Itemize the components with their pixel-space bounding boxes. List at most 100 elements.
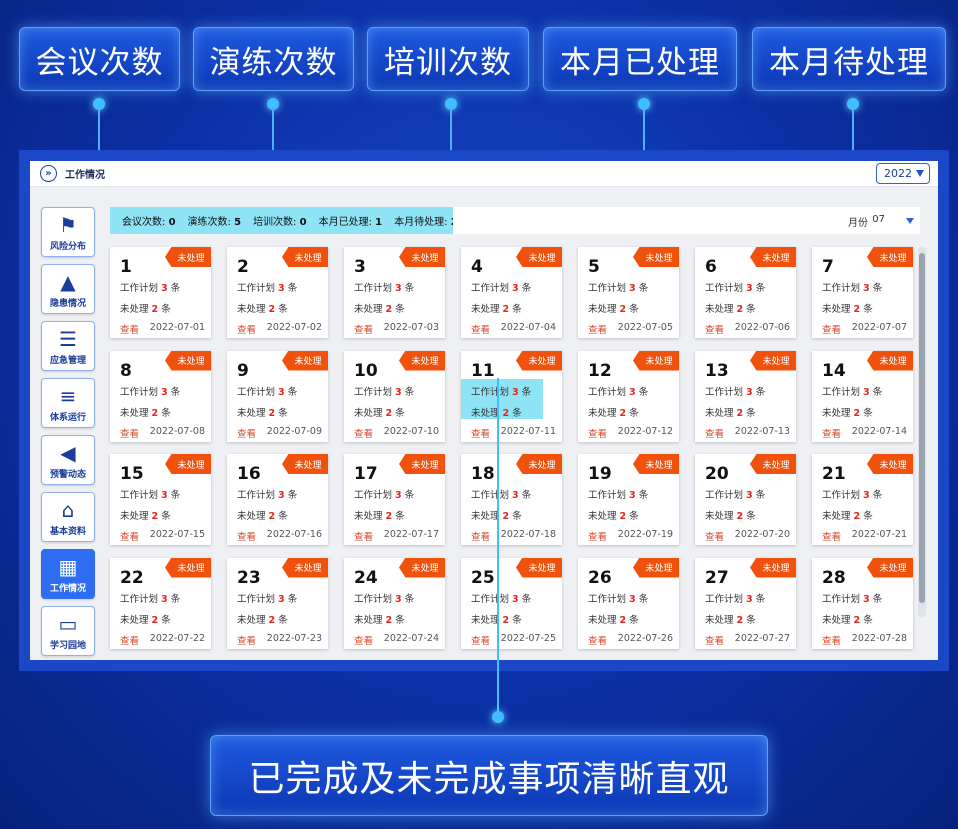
view-link[interactable]: 查看 (822, 532, 842, 543)
day-number: 6 (705, 257, 717, 277)
sidebar-item-alerts[interactable]: ◀ 预警动态 (41, 435, 95, 485)
view-link[interactable]: 查看 (588, 635, 608, 647)
view-link[interactable]: 查看 (354, 532, 374, 543)
card-date: 2022-07-11 (500, 425, 556, 437)
view-link[interactable]: 查看 (471, 428, 491, 440)
sidebar-item-system[interactable]: ≡ 体系运行 (41, 378, 95, 428)
status-badge: 未处理 (750, 247, 796, 267)
view-link[interactable]: 查看 (120, 635, 140, 647)
status-badge: 未处理 (516, 557, 562, 578)
connector-dot (93, 98, 105, 110)
day-number: 5 (588, 257, 600, 277)
plan-count-text: 工作计划 3 条 (822, 593, 883, 605)
view-link[interactable]: 查看 (588, 428, 608, 440)
view-link[interactable]: 查看 (354, 635, 374, 647)
view-link[interactable]: 查看 (822, 428, 842, 440)
view-link[interactable]: 查看 (705, 635, 725, 647)
sidebar: ⚑ 风险分布 ▲ 隐患情况 ☰ 应急管理 ≡ 体系运行 ◀ 预警动态 ⌂ 基本资… (41, 207, 95, 663)
view-link[interactable]: 查看 (471, 635, 491, 647)
sidebar-item-hazard[interactable]: ▲ 隐患情况 (41, 264, 95, 314)
status-badge: 未处理 (165, 247, 211, 267)
sidebar-item-basic[interactable]: ⌂ 基本资料 (41, 492, 95, 542)
view-link[interactable]: 查看 (354, 428, 374, 440)
view-link[interactable]: 查看 (822, 635, 842, 647)
plan-count-text: 工作计划 3 条 (237, 490, 298, 501)
day-number: 13 (705, 360, 729, 381)
view-link[interactable]: 查看 (120, 325, 140, 336)
view-link[interactable]: 查看 (471, 532, 491, 543)
scrollbar-thumb[interactable] (919, 253, 925, 603)
view-link[interactable]: 查看 (354, 325, 374, 336)
view-link[interactable]: 查看 (120, 532, 140, 543)
sidebar-item-risk[interactable]: ⚑ 风险分布 (41, 207, 95, 257)
view-link[interactable]: 查看 (588, 325, 608, 336)
plan-count-text: 工作计划 3 条 (588, 593, 649, 605)
view-link[interactable]: 查看 (237, 532, 257, 543)
sidebar-item-work[interactable]: ▦ 工作情况 (41, 549, 95, 599)
day-number: 2 (237, 257, 249, 277)
view-link[interactable]: 查看 (237, 428, 257, 440)
pending-count-text: 未处理 2 条 (588, 407, 639, 419)
double-chevron-icon[interactable]: » (40, 165, 57, 182)
view-link[interactable]: 查看 (471, 325, 491, 336)
card-date: 2022-07-27 (734, 632, 790, 644)
day-number: 22 (120, 567, 144, 588)
view-link[interactable]: 查看 (237, 325, 257, 336)
view-link[interactable]: 查看 (822, 325, 842, 336)
view-link[interactable]: 查看 (705, 325, 725, 336)
status-badge: 未处理 (516, 454, 562, 474)
flag-icon: ⚑ (59, 212, 77, 237)
status-badge: 未处理 (867, 247, 913, 267)
caret-down-icon (916, 170, 924, 177)
view-link[interactable]: 查看 (237, 635, 257, 647)
year-select[interactable]: 2022 (876, 163, 930, 184)
card-date: 2022-07-07 (851, 322, 907, 333)
view-link[interactable]: 查看 (120, 428, 140, 440)
sidebar-item-emergency[interactable]: ☰ 应急管理 (41, 321, 95, 371)
connector-line (852, 106, 854, 164)
day-number: 18 (471, 464, 495, 484)
view-link[interactable]: 查看 (705, 532, 725, 543)
stat-month-done: 本月已处理: 1 (318, 217, 383, 228)
view-link[interactable]: 查看 (705, 428, 725, 440)
pending-count-text: 未处理 2 条 (471, 614, 522, 626)
plan-count-text: 工作计划 3 条 (237, 593, 298, 605)
scrollbar[interactable] (918, 247, 926, 617)
stat-month-pending: 本月待处理: 2 (394, 217, 458, 228)
card-date: 2022-07-18 (500, 529, 556, 540)
view-link[interactable]: 查看 (588, 532, 608, 543)
connector-line (643, 106, 645, 164)
sidebar-item-learning[interactable]: ▭ 学习园地 (41, 606, 95, 656)
card-date: 2022-07-12 (617, 425, 673, 437)
row-highlight (461, 378, 543, 419)
month-filter[interactable]: 月份 07 (453, 207, 920, 234)
